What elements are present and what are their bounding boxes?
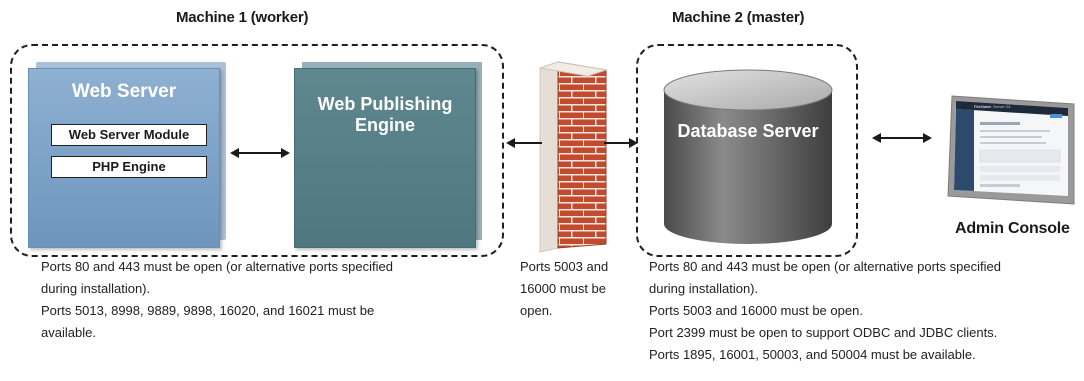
machine2-note-line: Ports 5003 and 16000 must be open.	[649, 303, 863, 318]
arrow-firewall-db	[604, 138, 638, 148]
machine2-note-line: Ports 80 and 443 must be open (or altern…	[649, 259, 1001, 274]
machine2-note-line: Port 2399 must be open to support ODBC a…	[649, 325, 998, 340]
arrow-wpe-firewall	[506, 138, 542, 148]
admin-console-monitor	[947, 95, 1075, 205]
machine2-port-notes: Ports 80 and 443 must be open (or altern…	[649, 256, 1001, 366]
firewall-port-notes: Ports 5003 and 16000 must be open.	[520, 256, 608, 322]
machine2-note-line: during installation).	[649, 281, 759, 296]
wpe-label-line1: Web Publishing	[317, 94, 453, 114]
machine1-port-notes: Ports 80 and 443 must be open (or altern…	[41, 256, 393, 344]
machine2-boundary	[636, 44, 858, 257]
firewall-note-line: 16000 must be	[520, 281, 607, 296]
machine1-note-line: available.	[41, 325, 96, 340]
web-server-module: Web Server Module	[51, 124, 207, 146]
admin-console-screen-subtitle: Server 14	[993, 104, 1011, 109]
machine1-note-line: Ports 80 and 443 must be open (or altern…	[41, 259, 393, 274]
machine1-note-line: Ports 5013, 8998, 9889, 9898, 16020, and…	[41, 303, 375, 318]
database-server-label: Database Server	[677, 121, 819, 141]
firewall-note-line: Ports 5003 and	[520, 259, 609, 274]
database-server-cylinder	[663, 69, 833, 244]
machine2-note-line: Ports 1895, 16001, 50003, and 50004 must…	[649, 347, 976, 362]
web-server-box: Web Server Web Server Module PHP Engine	[28, 68, 220, 248]
web-server-label: Web Server	[71, 81, 177, 102]
php-engine-module: PHP Engine	[51, 156, 207, 178]
machine2-title: Machine 2 (master)	[672, 9, 805, 26]
web-publishing-engine-box: Web Publishing Engine	[294, 68, 476, 248]
machine1-boundary	[10, 44, 504, 257]
firewall-icon	[539, 61, 607, 253]
admin-console-label: Admin Console	[955, 220, 1070, 237]
arrow-webserver-wpe	[230, 148, 290, 158]
wpe-label-line2: Engine	[354, 115, 415, 135]
arrow-db-admin-console	[872, 133, 932, 143]
machine1-note-line: during installation).	[41, 281, 151, 296]
firewall-note-line: open.	[520, 303, 553, 318]
admin-console-screen-title: FileMaker	[974, 104, 992, 109]
machine1-title: Machine 1 (worker)	[176, 9, 309, 26]
